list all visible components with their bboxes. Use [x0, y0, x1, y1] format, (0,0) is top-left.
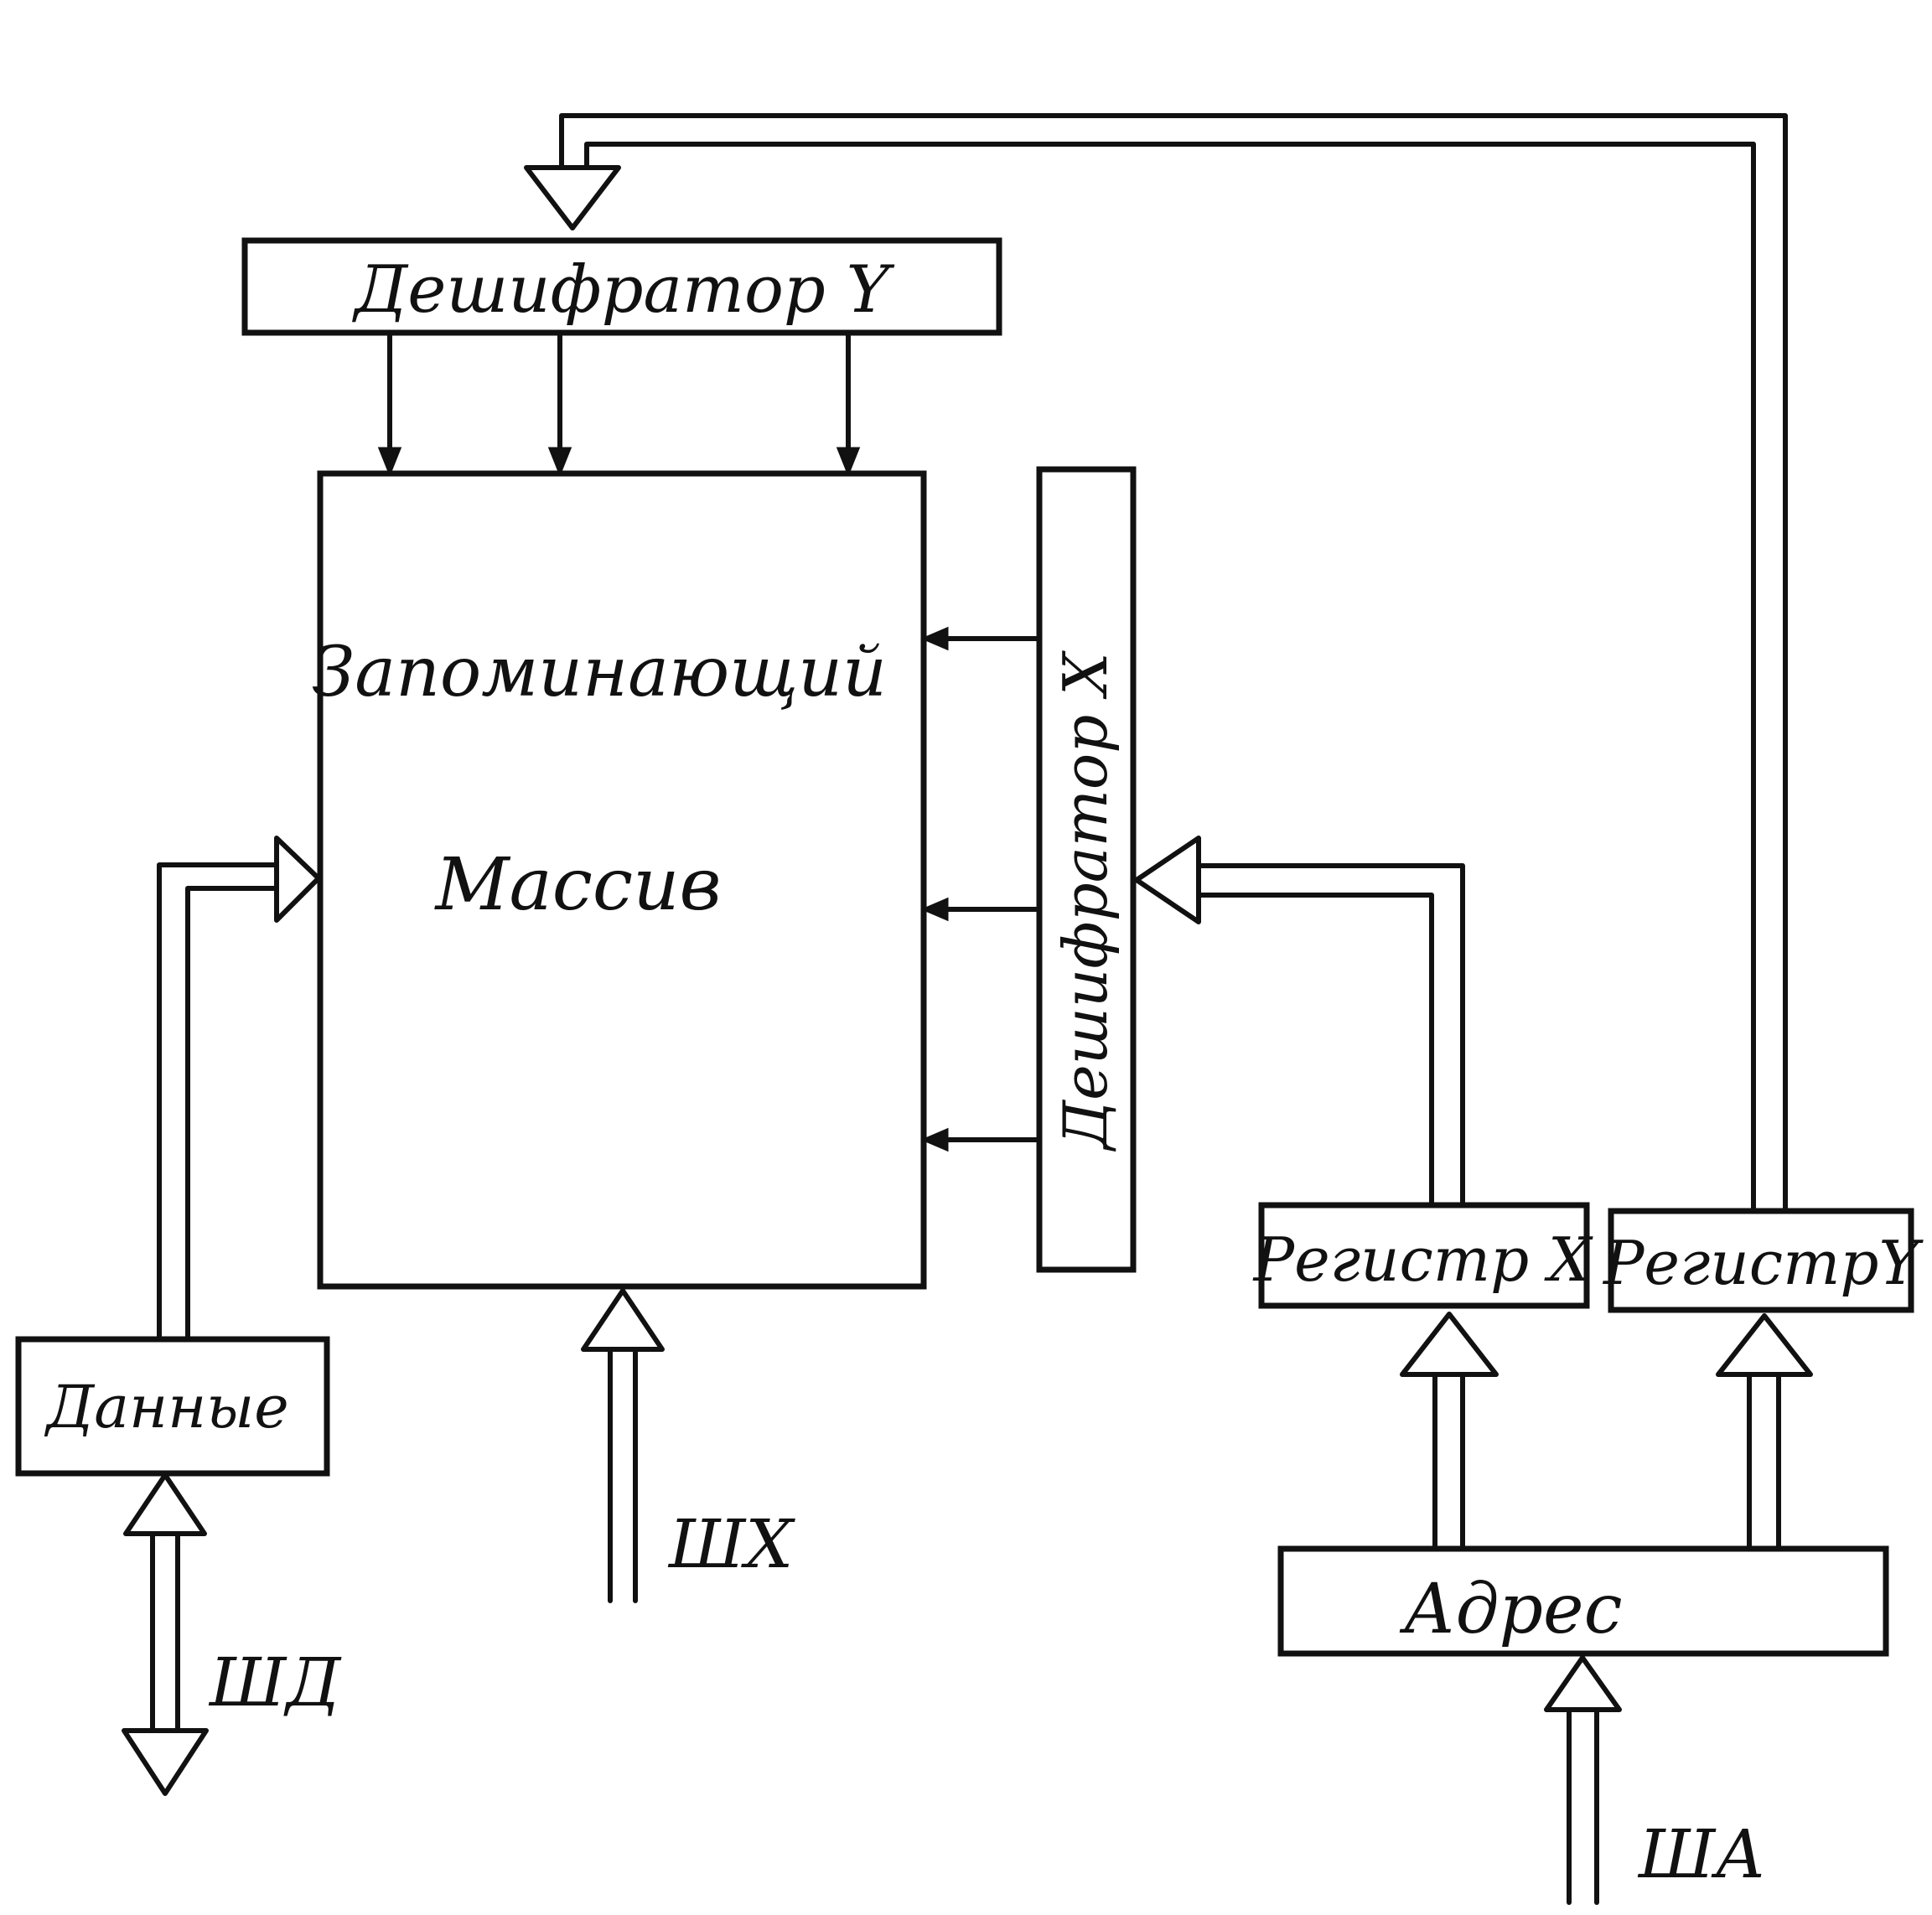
arrowhead-up: [1400, 1312, 1499, 1377]
bus-address-to-register-y: [1716, 1313, 1813, 1551]
data-bus-bidirectional: [122, 1472, 209, 1796]
address-box: [1277, 1545, 1889, 1657]
decoder-y-box: [241, 237, 1002, 336]
bus-register-x-to-decoder-x: [1134, 836, 1465, 1205]
address-bus-input: [1544, 1655, 1622, 1905]
data-bus-label: ШД: [208, 1643, 342, 1721]
data-label: Данные: [44, 1373, 288, 1441]
arrowhead-up: [1544, 1655, 1622, 1712]
arrowhead-down: [122, 1728, 209, 1796]
arrowhead-up: [581, 1288, 665, 1352]
register-y-box: [1608, 1208, 1914, 1313]
bus-register-y-to-decoder-y: [524, 113, 1788, 1211]
register-x-box: [1258, 1202, 1590, 1309]
register-x-label: Регистр X: [1252, 1224, 1593, 1295]
arrowhead-up: [1716, 1313, 1813, 1377]
decoder-y-label: Дешифратор Y: [352, 252, 895, 328]
address-bus-label: ША: [1637, 1815, 1766, 1893]
register-y-label: РегистрY: [1602, 1228, 1924, 1298]
control-bus-label: ШХ: [667, 1505, 795, 1583]
arrowhead-left: [1134, 836, 1201, 924]
memory-array-label-line2: Массив: [433, 843, 721, 927]
memory-array-box: [317, 470, 927, 1290]
control-bus-input: [581, 1288, 665, 1603]
arrowhead-right: [274, 836, 321, 923]
decoder-y-output-lines: [377, 330, 861, 478]
address-label: Адрес: [1399, 1570, 1622, 1649]
arrowhead-down: [524, 165, 621, 230]
bus-address-to-register-x: [1400, 1312, 1499, 1551]
decoder-x-box: [1036, 466, 1137, 1273]
decoder-x-output-lines: [920, 626, 1042, 1152]
arrowhead-up: [123, 1472, 207, 1536]
memory-array-label-line1: Запоминающий: [312, 633, 887, 712]
decoder-x-label: Дешифратор X: [1050, 650, 1121, 1152]
data-box: [15, 1336, 330, 1477]
bus-data-to-memory-array: [157, 836, 321, 1339]
